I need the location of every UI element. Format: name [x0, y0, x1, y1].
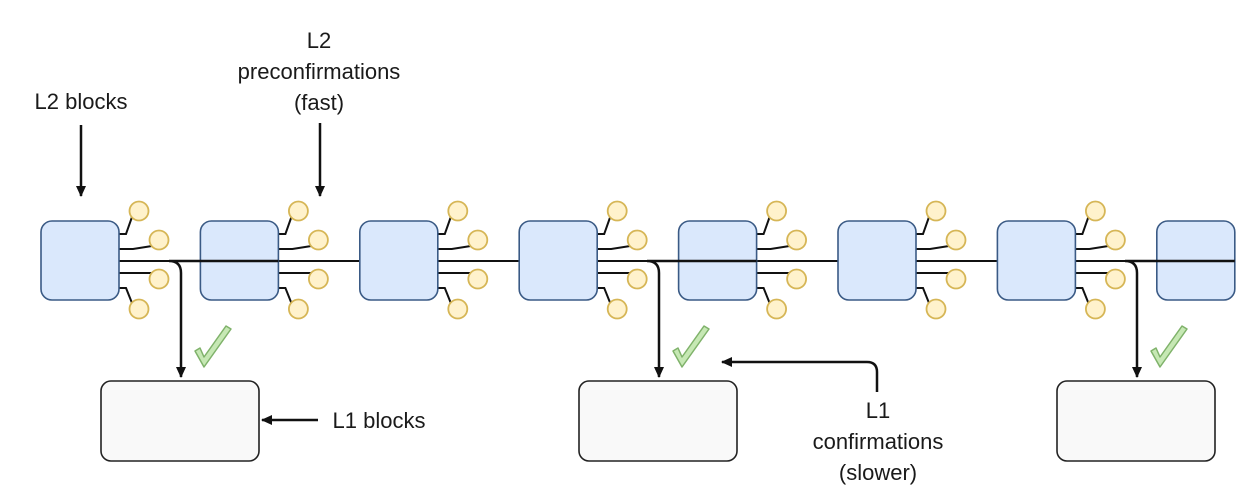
l2-preconf-line-1: L2	[306, 28, 332, 53]
l1-block	[100, 380, 260, 462]
l2-block	[518, 220, 599, 301]
preconfirmation-dot-icon	[447, 200, 469, 222]
preconfirmation-dot-icon	[766, 298, 787, 320]
preconfirmation-link	[597, 216, 612, 235]
preconfirmation-dot-icon	[447, 298, 469, 320]
l1-posting-arrows-layer	[168, 259, 1235, 378]
preconfirmation-dot-icon	[307, 229, 329, 251]
preconfirmation-dot-icon	[925, 298, 947, 320]
l1-posting-arrow-icon	[1124, 259, 1235, 378]
l2-blocks-label: L2 blocks	[22, 86, 140, 117]
l2-blocks-layer	[40, 220, 1236, 301]
preconfirmation-link	[1075, 287, 1090, 304]
preconfirmation-dot-icon	[786, 268, 807, 290]
preconfirmation-dot-icon	[128, 298, 150, 320]
l2-blocks-label-text: L2 blocks	[34, 89, 128, 114]
l2-block	[996, 220, 1077, 301]
preconfirmation-link	[756, 245, 790, 250]
preconfirmation-dot-icon	[766, 200, 787, 222]
preconfirmation-link	[119, 287, 133, 304]
check-icon	[1150, 325, 1188, 368]
preconfirmation-dot-icon	[128, 200, 150, 222]
preconfirmation-dot-icon	[925, 200, 947, 222]
preconfirmation-dot-icon	[287, 200, 309, 222]
preconfirmation-link	[597, 245, 631, 250]
preconfirmations-layer	[119, 200, 1126, 320]
preconfirmation-link	[597, 287, 612, 304]
check-icon	[194, 325, 232, 368]
preconfirmation-dot-icon	[945, 229, 967, 251]
l2-block	[358, 220, 439, 301]
preconfirmation-dot-icon	[467, 229, 489, 251]
l2-preconfirmations-label: L2 preconfirmations (fast)	[220, 25, 418, 118]
preconfirmation-link	[437, 245, 471, 250]
l2-preconf-line-2: preconfirmations	[237, 59, 401, 84]
l2-preconf-line-3: (fast)	[293, 90, 345, 115]
checkmarks-layer	[194, 325, 1188, 368]
l1-block	[578, 380, 738, 462]
preconfirmation-link	[278, 245, 312, 250]
preconfirmation-link	[437, 216, 452, 235]
preconfirmation-dot-icon	[307, 268, 329, 290]
l1-conf-line-1: L1	[865, 398, 891, 423]
preconfirmation-dot-icon	[467, 268, 489, 290]
preconfirmation-link	[756, 287, 771, 304]
l1-confirmations-label: L1 confirmations (slower)	[790, 395, 966, 488]
l1-confirmations-arrow-icon	[721, 357, 879, 392]
check-icon	[672, 325, 710, 368]
preconfirmation-dot-icon	[1105, 229, 1126, 251]
preconfirmation-dot-icon	[606, 200, 628, 222]
l1-conf-line-3: (slower)	[838, 460, 918, 485]
l1-blocks-layer	[100, 380, 1216, 462]
preconfirmation-link	[1075, 245, 1109, 250]
preconfirmation-link	[437, 287, 452, 304]
preconfirmation-dot-icon	[626, 229, 648, 251]
l1-blocks-label: L1 blocks	[318, 405, 440, 436]
l1-posting-arrow-icon	[646, 259, 757, 378]
preconfirmation-dot-icon	[786, 229, 807, 251]
l1-conf-line-2: confirmations	[812, 429, 944, 454]
preconfirmation-dot-icon	[606, 298, 628, 320]
preconfirmation-dot-icon	[148, 229, 170, 251]
preconfirmation-dot-icon	[148, 268, 170, 290]
l2-block	[837, 220, 917, 301]
l1-blocks-label-text: L1 blocks	[332, 408, 426, 433]
preconfirmation-dot-icon	[1105, 268, 1126, 290]
preconfirmation-link	[756, 216, 771, 235]
preconfirmation-link	[916, 287, 930, 304]
preconfirmation-link	[278, 216, 293, 235]
l2-block	[40, 220, 120, 301]
preconfirmation-dot-icon	[1085, 200, 1106, 222]
l1-block	[1056, 380, 1216, 462]
preconfirmation-link	[119, 216, 133, 235]
preconfirmation-link	[1075, 216, 1090, 235]
l1-posting-arrow-icon	[168, 259, 279, 378]
preconfirmation-dot-icon	[1085, 298, 1106, 320]
preconfirmation-link	[916, 216, 930, 235]
preconfirmation-link	[916, 245, 950, 250]
preconfirmation-dot-icon	[287, 298, 309, 320]
preconfirmation-dot-icon	[945, 268, 967, 290]
preconfirmation-link	[278, 287, 293, 304]
preconfirmation-link	[119, 245, 153, 250]
preconfirmation-dot-icon	[626, 268, 648, 290]
